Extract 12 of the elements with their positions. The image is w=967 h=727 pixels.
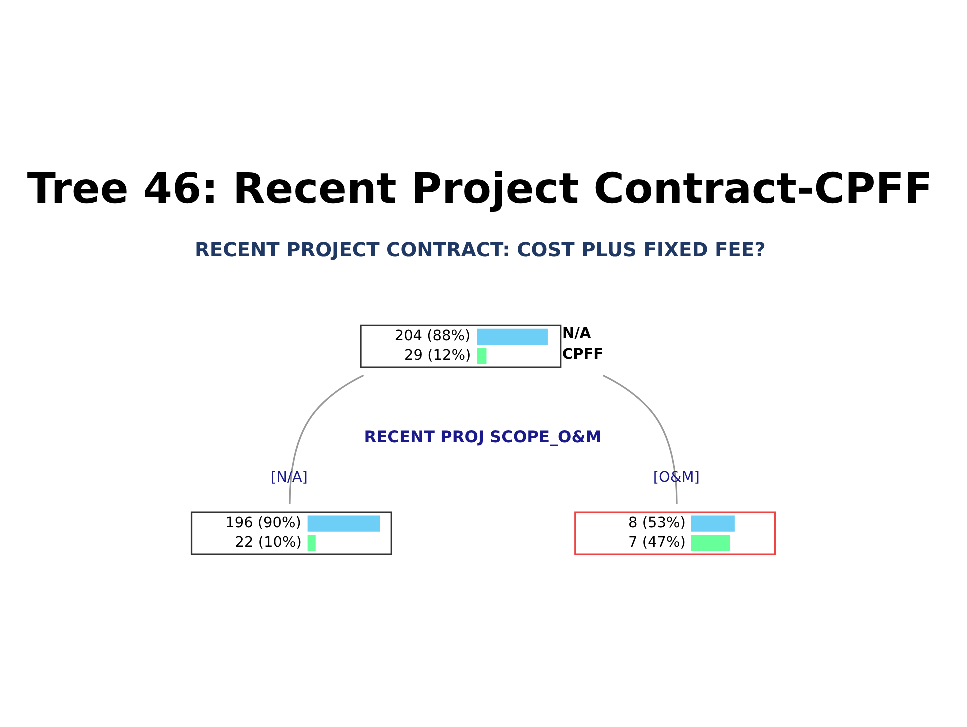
node-box: 204 (88%) 29 (12%) (360, 324, 562, 368)
label: RECENT PROJ SCOPE_O&M (364, 427, 602, 446)
node-label: CPFF (562, 346, 604, 363)
edge-label: [O&M] (653, 470, 700, 486)
edge-label: [N/A] (270, 470, 308, 486)
node-label: N/A (562, 326, 592, 342)
connector (289, 374, 364, 504)
node-box: 196 (90%) 22 (10%) (190, 512, 392, 556)
label: RECENT PROJECT CONTRACT: COST PLUS FIXED FEE? (194, 238, 766, 262)
node-box: 8 (53%) 7 (47%) (574, 512, 776, 556)
connector (602, 374, 678, 504)
diagram-title: Tree 46: Recent Project Contract-CPFF (27, 164, 933, 213)
